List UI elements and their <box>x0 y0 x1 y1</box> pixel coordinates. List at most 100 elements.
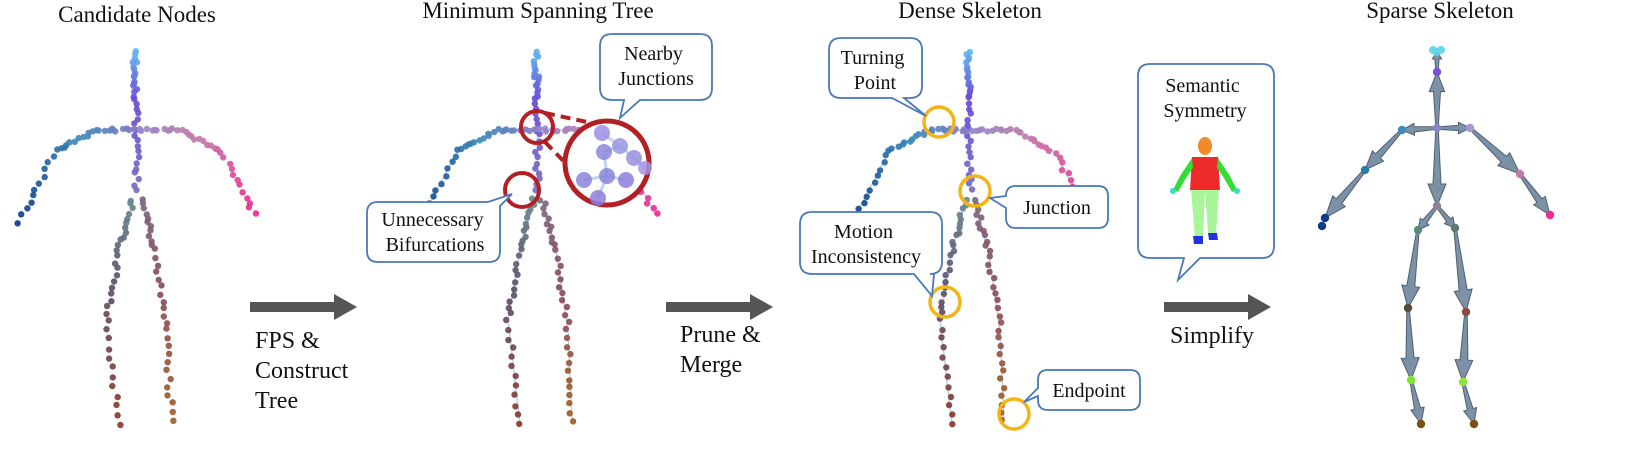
skeleton-node <box>540 205 547 212</box>
skeleton-node <box>855 205 862 212</box>
skeleton-node <box>18 211 25 218</box>
joint-node <box>1437 46 1445 54</box>
bone-arrow <box>1324 168 1367 220</box>
skeleton-node <box>565 359 573 367</box>
skeleton-node <box>71 138 79 145</box>
skeleton-node <box>105 317 112 324</box>
skeleton-node <box>430 193 437 200</box>
skeleton-node <box>965 94 972 101</box>
skeleton-node <box>966 148 973 156</box>
skeleton-node <box>54 146 61 153</box>
skeleton-node <box>964 117 971 124</box>
skeleton-node <box>145 232 153 240</box>
joint-node <box>1317 221 1327 231</box>
skeleton-node <box>928 126 935 133</box>
callout-semantic-line-2: Symmetry <box>1163 100 1246 122</box>
skeleton-node <box>531 126 538 133</box>
skeleton-node <box>160 313 167 320</box>
callout-nearby-line-2: Junctions <box>618 68 694 90</box>
skeleton-node <box>939 326 946 334</box>
skeleton-node <box>947 251 954 259</box>
skeleton-node <box>30 186 38 194</box>
skeleton-node <box>562 325 570 333</box>
skeleton-node <box>432 187 439 194</box>
joint-node <box>1432 201 1442 211</box>
skeleton-node <box>41 165 48 172</box>
skeleton-node <box>949 411 956 418</box>
skeleton-node <box>895 143 902 150</box>
skeleton-node <box>152 254 159 262</box>
callout-endpoint: Endpoint <box>1023 369 1141 411</box>
skeleton-node <box>165 342 172 349</box>
skeleton-node <box>554 255 561 262</box>
svg-text:Unnecessary Bifurcations: Unnecessary Bifurcations <box>381 209 488 256</box>
skeleton-node <box>566 391 573 399</box>
skeleton-node <box>986 247 994 255</box>
skeleton-node <box>114 393 121 401</box>
skeleton-node <box>50 153 58 160</box>
callout-nearby-line-1: Nearby <box>624 43 683 65</box>
skeleton-node <box>139 200 147 207</box>
skeleton-node <box>190 136 198 143</box>
panel-title-dense: Dense Skeleton <box>898 0 1042 23</box>
skeleton-node <box>1045 147 1053 154</box>
step-label-2-line-2: Merge <box>680 352 742 378</box>
joint-node <box>1416 419 1426 429</box>
skeleton-node <box>566 318 573 326</box>
skeleton-node <box>168 125 176 132</box>
skeleton-node <box>921 131 928 138</box>
skeleton-node <box>563 344 571 351</box>
skeleton-node <box>108 290 115 297</box>
skeleton-node <box>80 133 87 141</box>
skeleton-node <box>114 241 122 249</box>
skeleton-node <box>28 199 35 206</box>
skeleton-node <box>563 303 571 311</box>
skeleton-node <box>563 334 571 342</box>
skeleton-node <box>109 374 117 381</box>
joint-node <box>1461 307 1471 317</box>
skeleton-node <box>881 159 888 166</box>
skeleton-node <box>518 245 525 253</box>
skeleton-node <box>133 160 140 167</box>
skeleton-node <box>512 279 519 286</box>
skeleton-node <box>14 220 21 227</box>
skeleton-node <box>228 165 236 173</box>
skeleton-node <box>236 181 243 188</box>
skeleton-node <box>555 284 563 291</box>
joint-node <box>1397 125 1407 135</box>
bone-arrow <box>1364 128 1404 171</box>
skeleton-node <box>907 138 914 145</box>
skeleton-node <box>155 276 162 284</box>
skeleton-node <box>1022 133 1029 140</box>
skeleton-node <box>245 204 253 211</box>
skeleton-node <box>985 261 992 269</box>
skeleton-node <box>503 316 510 324</box>
skeleton-node <box>506 298 513 305</box>
skeleton-node <box>861 199 868 207</box>
skeleton-node <box>939 309 946 316</box>
skeleton-node <box>536 144 543 151</box>
step-arrow-3 <box>1164 294 1271 320</box>
skeleton-node <box>939 354 946 361</box>
joint-node <box>1432 123 1442 133</box>
skeleton-node <box>993 125 1000 133</box>
joint-node <box>1429 46 1437 54</box>
skeleton-node <box>131 132 138 139</box>
bone-arrow <box>1409 379 1425 426</box>
skeleton-node <box>444 165 451 172</box>
skeleton-node <box>863 193 870 200</box>
skeleton-node <box>525 209 532 216</box>
skeleton-node <box>134 136 141 144</box>
skeleton-node <box>984 128 991 135</box>
joint-node <box>1406 375 1416 385</box>
skeleton-node <box>485 132 492 139</box>
skeleton-node <box>164 384 171 391</box>
skeleton-node <box>945 384 952 391</box>
skeleton-node <box>1007 126 1014 133</box>
panel-title-candidate: Candidate Nodes <box>58 2 216 27</box>
joint-node <box>1432 67 1442 77</box>
skeleton-node <box>964 132 971 140</box>
skeleton-node <box>995 334 1002 341</box>
skeleton-node <box>229 171 237 179</box>
skeleton-node <box>1001 385 1008 392</box>
